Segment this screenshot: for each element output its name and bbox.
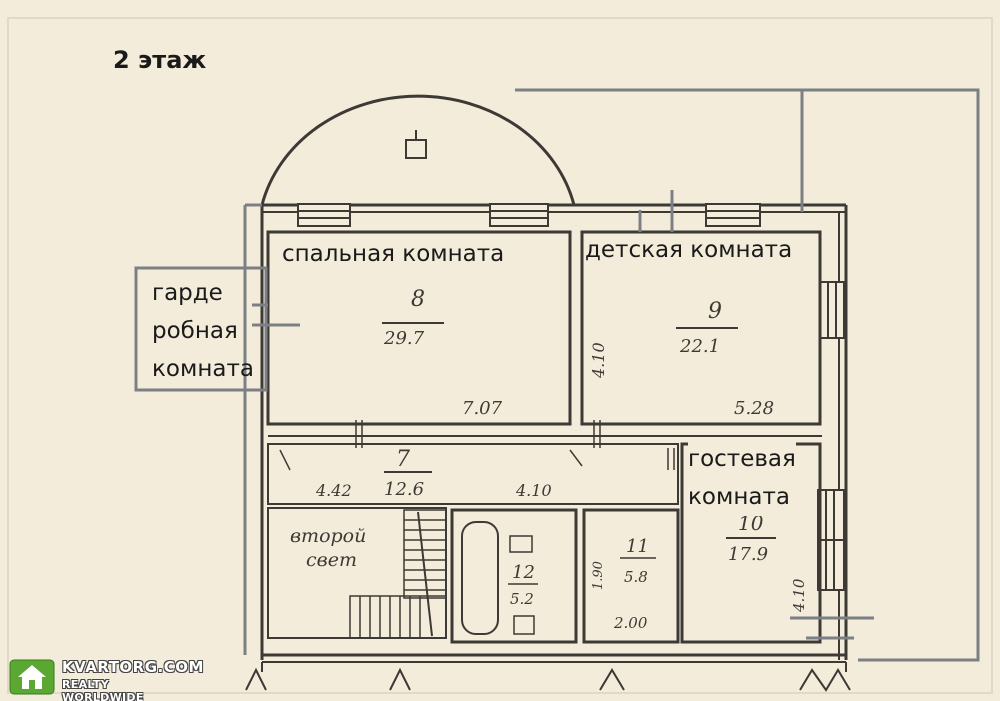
kids-room-area: 22.1 xyxy=(679,336,720,357)
room-11-walls xyxy=(582,508,680,644)
window-top-3 xyxy=(705,203,761,227)
room-11-area: 5.8 xyxy=(624,568,648,586)
hall-area: 12.6 xyxy=(384,479,424,500)
bedroom-number: 8 xyxy=(411,287,425,312)
guest-room-side-dimension: 4.10 xyxy=(790,578,808,613)
bathroom-area: 5.2 xyxy=(510,590,534,608)
kids-room-number: 9 xyxy=(708,299,722,324)
second-light-line1: второй xyxy=(290,525,366,547)
bedroom-walls xyxy=(266,230,572,426)
logo-brand: KVARTORG.COM xyxy=(62,658,204,676)
floor-title: 2 этаж xyxy=(113,46,207,74)
kvartorg-logo: KVARTORG.COM REALTY WORLDWIDE xyxy=(8,656,203,701)
second-light-line2: свет xyxy=(306,549,357,571)
window-top-1 xyxy=(297,203,351,227)
paper-edge xyxy=(7,17,993,694)
kids-room-label: детская комната xyxy=(585,237,793,263)
window-top-2 xyxy=(489,203,549,227)
sink-icon xyxy=(509,535,533,553)
hall-dimension-right: 4.10 xyxy=(515,481,552,500)
hall-number: 7 xyxy=(396,447,410,472)
bedroom-dimension: 7.07 xyxy=(462,398,503,419)
room-11-number: 11 xyxy=(626,536,649,557)
toilet-icon xyxy=(513,615,535,635)
bedroom-label: спальная комната xyxy=(282,241,505,267)
kids-room-side-dimension: 4.10 xyxy=(589,342,608,379)
window-right-2 xyxy=(817,489,845,591)
logo-tagline: REALTY WORLDWIDE xyxy=(62,678,144,701)
foundation-marks xyxy=(245,662,851,692)
window-right-1 xyxy=(819,281,845,339)
bay-arc xyxy=(260,94,576,206)
bathroom-walls xyxy=(450,508,578,644)
room-11-dimension-bottom: 2.00 xyxy=(613,614,648,632)
room-11-dimension-side: 1.90 xyxy=(591,561,606,590)
bedroom-area: 29.7 xyxy=(383,328,425,349)
kids-room-dimension: 5.28 xyxy=(734,398,774,419)
guest-room-label: гостевая комната xyxy=(688,440,796,516)
wardrobe-label: гарде робная комната xyxy=(152,280,254,382)
bathtub-icon xyxy=(461,521,499,635)
staircase xyxy=(349,509,447,639)
kids-room-walls xyxy=(580,230,822,426)
bathroom-number: 12 xyxy=(512,562,535,583)
bay-column-icon xyxy=(405,139,427,159)
hall-dimension-left: 4.42 xyxy=(315,481,352,500)
guest-room-area: 17.9 xyxy=(728,544,768,565)
annotation-overlay xyxy=(134,88,980,662)
hall-walls xyxy=(267,443,679,505)
door-marks xyxy=(279,420,675,471)
house-icon xyxy=(9,659,55,695)
